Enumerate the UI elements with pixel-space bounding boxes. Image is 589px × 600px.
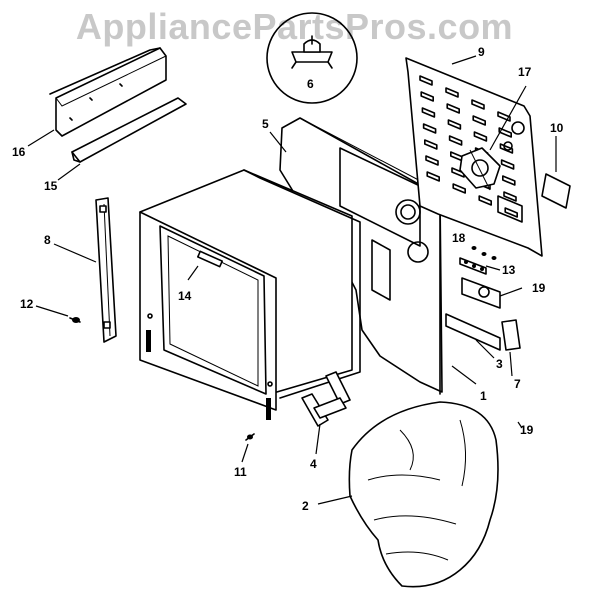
vent-slot [425, 155, 439, 166]
vent-slot [498, 127, 512, 138]
vent-slot [446, 103, 460, 114]
vent-slot [471, 99, 485, 110]
callout-4: 4 [310, 457, 317, 471]
callout-11: 11 [234, 465, 247, 479]
vent-slot [503, 191, 517, 202]
callout-19-upper: 19 [532, 281, 546, 295]
callout-2: 2 [302, 499, 309, 513]
vent-slot [419, 75, 433, 86]
vent-slot [478, 195, 492, 206]
vent-slot [499, 143, 514, 154]
vent-slot [447, 119, 462, 130]
vent-slot [424, 139, 438, 150]
callout-10: 10 [550, 121, 564, 135]
vent-slot [422, 123, 437, 134]
part-10-plate [541, 173, 571, 209]
part-12-screw [69, 317, 81, 323]
vent-slot [451, 167, 465, 178]
part-6-inset [266, 12, 358, 104]
callout-1: 1 [480, 389, 487, 403]
callout-19-lower: 19 [520, 423, 534, 437]
leader-lines [27, 55, 557, 505]
part-8-side-trim [95, 197, 117, 343]
part-11-screw [245, 433, 255, 441]
vent-slot [497, 111, 511, 122]
part-3-trim-bar [445, 313, 501, 351]
vent-slot [426, 171, 440, 182]
callout-8: 8 [44, 233, 51, 247]
part-7-plate [501, 319, 521, 351]
callout-5: 5 [262, 117, 269, 131]
vent-slot [500, 159, 515, 170]
part-18-screws [471, 246, 497, 260]
part-15-trim-strip [71, 97, 187, 163]
callout-9: 9 [478, 45, 485, 59]
part-14-oven-liner [139, 169, 361, 420]
part-19-bracket [461, 277, 501, 309]
vent-slot [472, 115, 486, 126]
vent-slot [421, 107, 436, 118]
callout-12: 12 [20, 297, 34, 311]
part-16-upper-panel [49, 47, 167, 137]
vent-slot [502, 175, 516, 186]
callout-18: 18 [452, 231, 466, 245]
part-17-fan [459, 147, 501, 191]
vent-slot [445, 87, 459, 98]
vent-slot [448, 135, 463, 146]
callout-17: 17 [518, 65, 532, 79]
callout-7: 7 [514, 377, 521, 391]
part-13-terminal [459, 257, 487, 275]
vent-slot [504, 207, 518, 218]
vent-slot [452, 183, 466, 194]
vent-slot [473, 131, 488, 142]
part-2-insulation [348, 401, 499, 588]
vent-slot [420, 91, 434, 102]
callout-13: 13 [502, 263, 516, 277]
callout-14: 14 [178, 289, 192, 303]
callout-15: 15 [44, 179, 58, 193]
callout-16: 16 [12, 145, 26, 159]
callout-6: 6 [307, 77, 314, 91]
callout-3: 3 [496, 357, 503, 371]
part-4-hinge [301, 371, 351, 427]
